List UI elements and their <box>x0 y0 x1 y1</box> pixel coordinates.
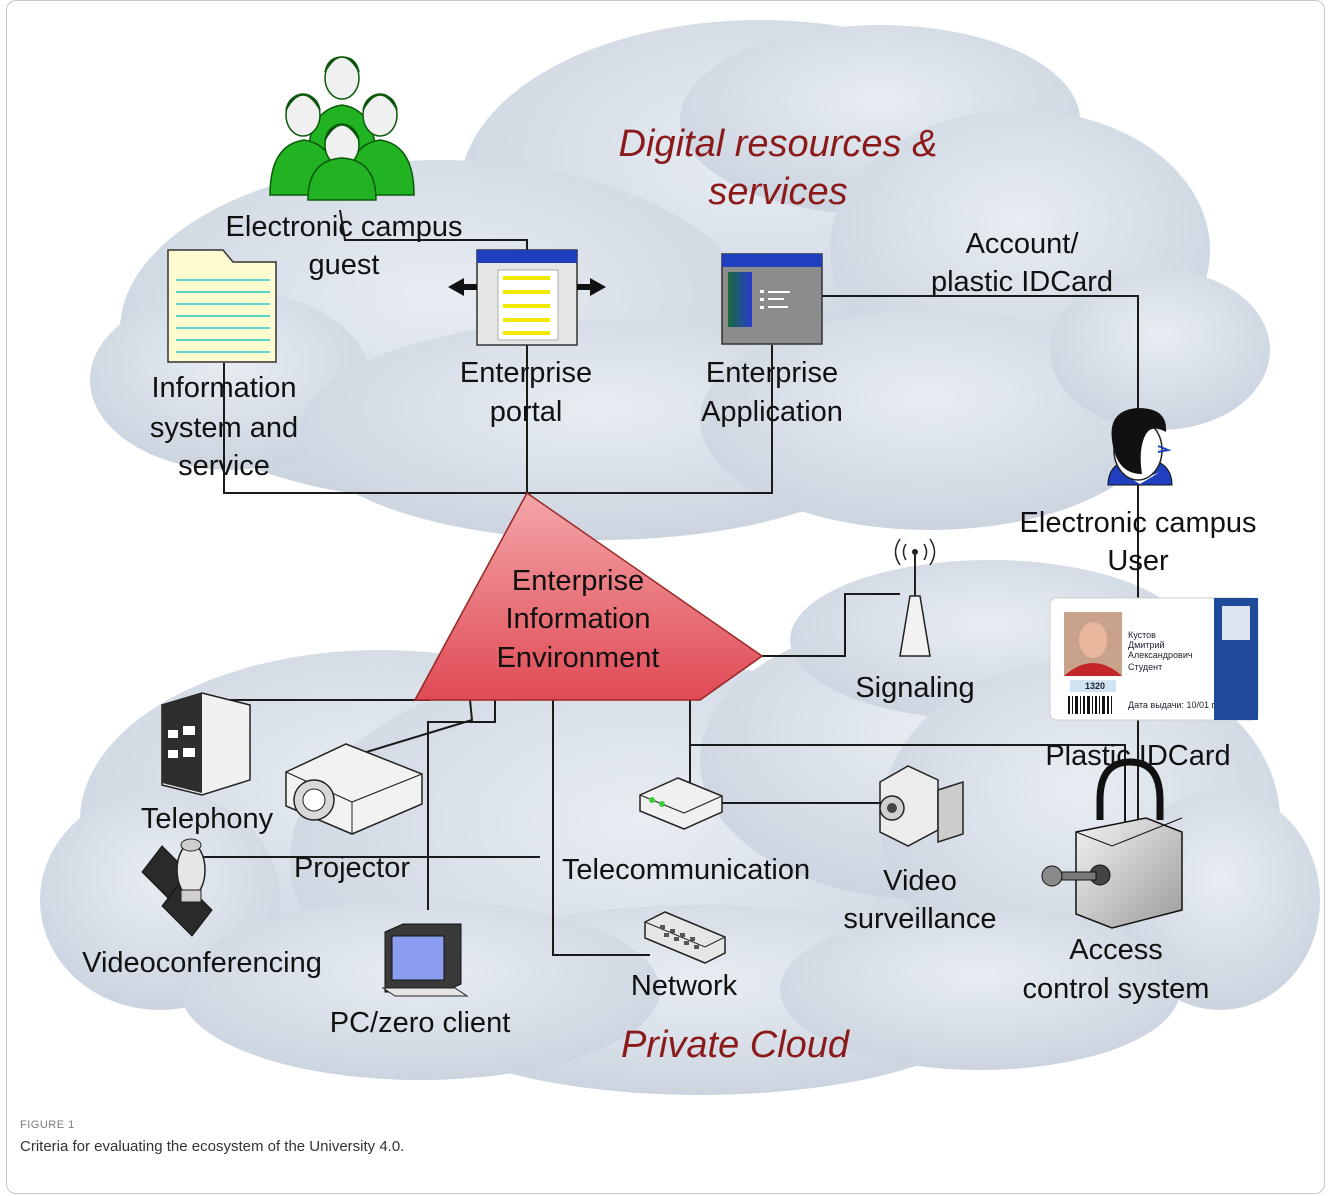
pc-label: PC/zero client <box>330 1007 511 1039</box>
card-name-1: Кустов <box>1128 630 1156 640</box>
application-label-2: Application <box>701 396 843 428</box>
student-id-card: Кустов Дмитрий Александрович Студент 132… <box>1049 597 1259 721</box>
top-title-line2: services <box>708 171 847 213</box>
card-issue: Дата выдачи: 10/01 г. <box>1128 700 1216 710</box>
info-system-label-1: Information <box>151 372 296 404</box>
network-switch-icon <box>644 911 726 964</box>
card-role: Студент <box>1128 662 1162 672</box>
card-number: 1320 <box>1085 681 1105 691</box>
videoconf-label: Videoconferencing <box>82 947 322 979</box>
padlock-icon <box>1041 758 1183 929</box>
card-name-2: Дмитрий <box>1128 640 1165 650</box>
antenna-icon <box>894 538 936 657</box>
router-icon <box>639 777 723 830</box>
account-label-2: plastic IDCard <box>931 266 1113 298</box>
upper-cloud <box>90 20 1270 540</box>
account-label-1: Account/ <box>966 228 1080 260</box>
figure-caption: Criteria for evaluating the ecosystem of… <box>20 1138 405 1155</box>
pc-monitor-icon <box>381 923 469 997</box>
network-label: Network <box>631 970 738 1002</box>
projector-label: Projector <box>294 852 410 884</box>
info-system-label-3: service <box>178 450 270 482</box>
satellite-icon <box>141 838 213 937</box>
eie-label-1: Enterprise <box>512 565 644 597</box>
eie-label-2: Information <box>505 603 650 635</box>
access-label-1: Access <box>1069 934 1162 966</box>
video-label-2: surveillance <box>843 903 996 935</box>
info-system-label-2: system and <box>150 412 298 444</box>
video-label-1: Video <box>883 865 957 897</box>
telecommunication-label: Telecommunication <box>562 854 810 886</box>
telephony-label: Telephony <box>141 803 274 835</box>
access-label-2: control system <box>1023 973 1210 1005</box>
projector-icon <box>285 743 423 835</box>
card-name-3: Александрович <box>1128 650 1193 660</box>
user-icon <box>1107 408 1173 486</box>
plastic-idcard-label: Plastic IDCard <box>1045 740 1230 772</box>
guest-label-2: guest <box>309 249 380 281</box>
guest-users-icon <box>269 56 415 201</box>
top-title-line1: Digital resources & <box>619 123 938 165</box>
eie-label-3: Environment <box>497 642 660 674</box>
bottom-title: Private Cloud <box>621 1024 851 1066</box>
folder-icon <box>167 249 277 363</box>
portal-label-2: portal <box>490 396 563 428</box>
user-label-2: User <box>1107 545 1169 577</box>
portal-window-icon <box>448 249 606 346</box>
user-label-1: Electronic campus <box>1020 507 1257 539</box>
portal-label-1: Enterprise <box>460 357 592 389</box>
guest-label-1: Electronic campus <box>226 211 463 243</box>
application-label-1: Enterprise <box>706 357 838 389</box>
figure-label: FIGURE 1 <box>20 1119 75 1131</box>
application-window-icon <box>721 253 823 345</box>
signaling-label: Signaling <box>855 672 974 704</box>
server-icon <box>161 692 251 796</box>
video-camera-icon <box>879 765 964 847</box>
